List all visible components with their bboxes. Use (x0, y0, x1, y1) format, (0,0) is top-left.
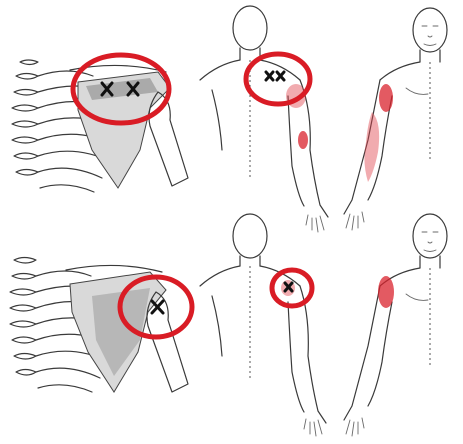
humerus-illustration (149, 92, 188, 186)
trigger-point-mark (152, 301, 163, 313)
spine-illustration (10, 258, 36, 376)
trigger-point-mark (277, 72, 284, 80)
referred-pain-area (378, 276, 394, 308)
anterior-body-illustration (344, 8, 447, 230)
referred-pain-area (298, 131, 308, 149)
referred-pain-area (379, 84, 393, 112)
spine-illustration (12, 60, 38, 175)
anterior-body-illustration (344, 214, 447, 436)
body-panel-bottom (200, 214, 447, 436)
posterior-body-illustration (200, 214, 326, 436)
body-panel-top (200, 6, 447, 232)
skeleton-panel-bottom (10, 258, 192, 393)
skeleton-panel-top (12, 55, 188, 192)
posterior-body-illustration (200, 6, 328, 232)
trigger-point-mark (266, 72, 273, 80)
humerus-illustration (147, 292, 188, 392)
